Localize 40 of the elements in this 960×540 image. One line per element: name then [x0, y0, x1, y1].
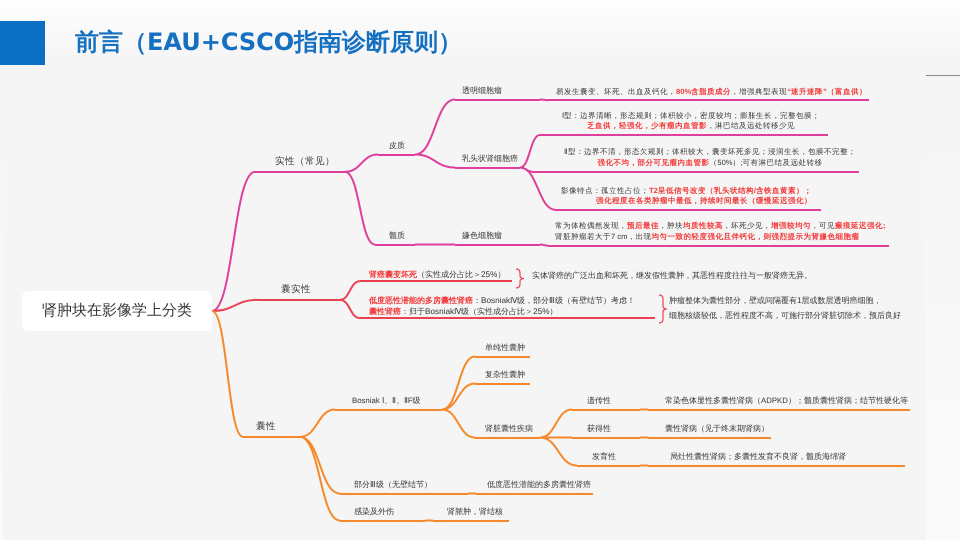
branch-line: [300, 436, 340, 522]
branch-line: [520, 134, 540, 168]
branch-line: [211, 310, 244, 438]
summary-note: 实体肾癌的广泛出血和坏死，继发假性囊肿，其恶性程度往往与一般肾癌无异。: [532, 270, 813, 282]
branch-line: [415, 244, 455, 246]
branch-topic: 实性（常见）: [255, 156, 345, 173]
branch-line: [520, 166, 532, 173]
branch-line: [640, 464, 648, 467]
branch-topic: 囊性: [243, 421, 300, 438]
branch-line: [640, 408, 648, 411]
branch-line: [540, 244, 548, 247]
branch-topic: 囊实性: [258, 284, 340, 301]
branch-line: [340, 298, 360, 320]
branch-line: [468, 492, 476, 495]
branch-line: [540, 436, 578, 466]
summary-note: 肿瘤整体为囊性部分，壁或间隔覆有1层或数层透明癌细胞，细胞核级较低，恶性程度不高，可施行部分肾脏切除术，预后良好: [669, 295, 902, 322]
branch-line: [640, 436, 648, 439]
branch-line: [344, 154, 378, 173]
branch-line: [540, 436, 572, 439]
branch-line: [425, 520, 433, 522]
note-line: 低度恶性潜能的多房囊性肾癌：BosniakⅣ级，部分Ⅲ级（有壁结节）考虑！: [369, 295, 636, 306]
branch-line: [442, 382, 476, 410]
branch-line: [414, 98, 456, 156]
note-text: 肾癌囊变坏死（实性成分占比＞25%）: [360, 269, 512, 282]
branch-line: [212, 298, 258, 312]
slide-title: 前言（EAU+CSCO指南诊断原则）: [75, 28, 462, 57]
branch-line: [344, 170, 376, 246]
branch-line: [414, 154, 456, 169]
branch-line: [300, 408, 336, 438]
underline-bar: [360, 295, 655, 320]
branch-line: [442, 356, 476, 410]
branch-line: [300, 436, 340, 494]
branch-line: [540, 408, 572, 438]
branch-line: [442, 408, 476, 438]
branch-line: [520, 166, 556, 211]
branch-line: [540, 98, 548, 102]
note-line: 囊性肾癌：归于BosniakⅣ级（实性成分占比＞25%）: [369, 306, 559, 318]
branch-line: [212, 170, 256, 312]
branch-line: [340, 280, 360, 301]
root-box: 肾肿块在影像学上分类: [22, 291, 212, 331]
